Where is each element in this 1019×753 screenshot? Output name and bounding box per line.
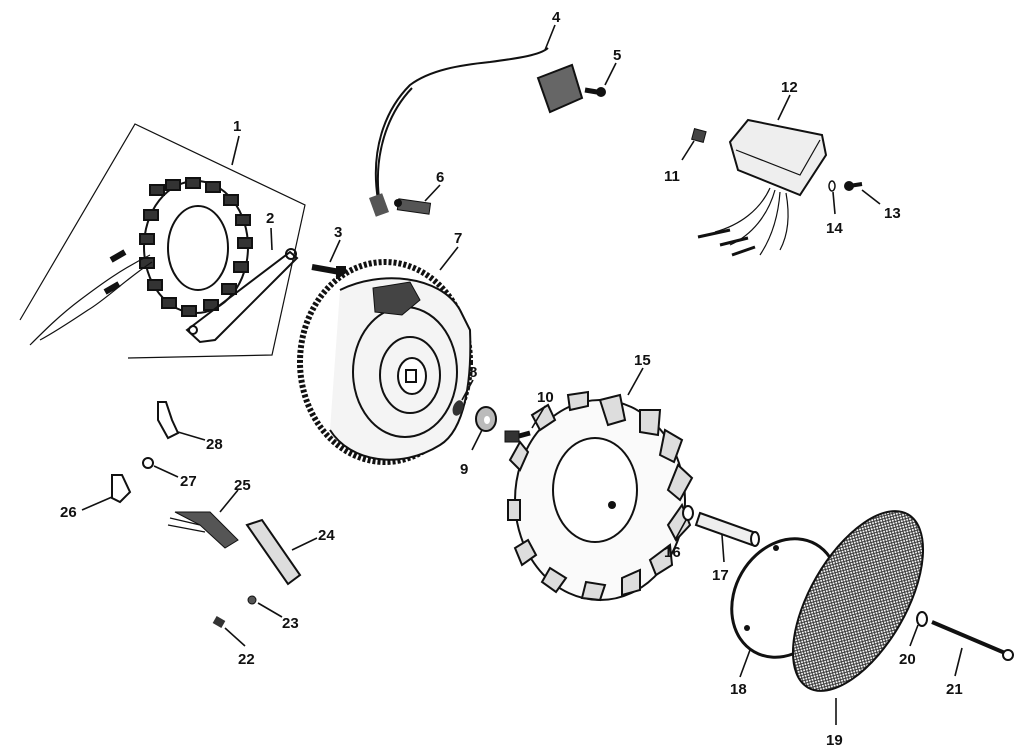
long-bolt: [931, 620, 1014, 661]
spark-plug-lead: [369, 47, 584, 217]
label-12: 12: [781, 79, 798, 96]
lock-washer: [828, 180, 836, 192]
label-9: 9: [460, 461, 468, 478]
label-15: 15: [634, 352, 651, 369]
clip-26: [111, 474, 132, 504]
label-13: 13: [884, 205, 901, 222]
rectifier-regulator: [697, 118, 828, 257]
flywheel: [297, 259, 473, 465]
washer: [475, 406, 497, 432]
label-4: 4: [552, 9, 561, 26]
label-3: 3: [334, 224, 342, 241]
label-25: 25: [234, 477, 251, 494]
label-1: 1: [233, 118, 241, 135]
clip-28: [157, 401, 180, 440]
label-8: 8: [469, 364, 477, 381]
screw: [311, 264, 346, 279]
label-14: 14: [826, 220, 843, 237]
screen-washer: [916, 611, 928, 627]
label-16: 16: [664, 544, 681, 561]
label-17: 17: [712, 567, 729, 584]
regulator-screw: [844, 181, 863, 191]
label-2: 2: [266, 210, 274, 227]
leader-lines: [81, 24, 963, 725]
label-10: 10: [537, 389, 554, 406]
label-5: 5: [613, 47, 621, 64]
nut: [691, 128, 707, 143]
bracket: [185, 248, 299, 344]
label-24: 24: [318, 527, 335, 544]
screw-small: [584, 87, 606, 97]
label-23: 23: [282, 615, 299, 632]
screw-22: [212, 616, 226, 628]
spacer-washer: [682, 505, 694, 521]
label-26: 26: [60, 504, 77, 521]
spacer-tube: [694, 511, 760, 547]
spark-plug: [394, 198, 432, 215]
stator-assembly: [19, 123, 306, 359]
label-11: 11: [664, 168, 680, 185]
label-19: 19: [826, 732, 843, 749]
label-27: 27: [180, 473, 197, 490]
ground-clip-25: [167, 511, 239, 549]
nut-23: [247, 595, 257, 605]
label-28: 28: [206, 436, 223, 453]
label-20: 20: [899, 651, 916, 668]
label-6: 6: [436, 169, 444, 186]
label-18: 18: [730, 681, 747, 698]
grass-screen: [791, 510, 925, 692]
flywheel-bolt: [504, 430, 531, 443]
woodruff-key: [452, 400, 464, 416]
label-22: 22: [238, 651, 255, 668]
fan: [507, 390, 694, 602]
washer-27: [142, 457, 154, 469]
part-labels: 1 2 3 4 5 6 7 8 9 10 11 12 13 14 15 16 1…: [60, 9, 963, 749]
label-21: 21: [946, 681, 963, 698]
label-7: 7: [454, 230, 462, 247]
small-hardware: [111, 401, 302, 628]
bracket-24: [245, 518, 302, 586]
